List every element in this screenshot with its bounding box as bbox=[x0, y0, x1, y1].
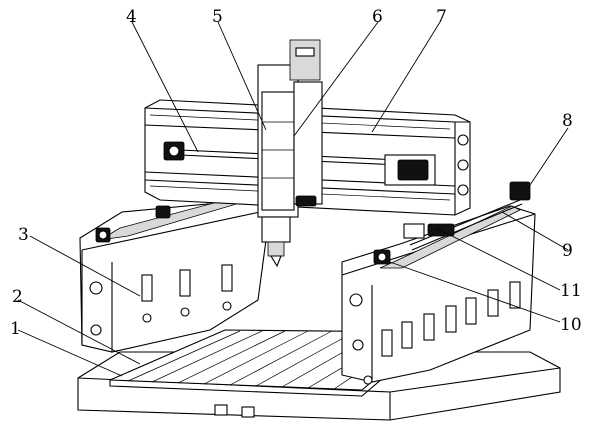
callout-labels: 1 2 3 4 5 6 7 8 9 10 11 bbox=[10, 7, 582, 339]
callout-2: 2 bbox=[12, 287, 23, 307]
callout-3: 3 bbox=[18, 225, 29, 245]
callout-1: 1 bbox=[10, 319, 21, 339]
callout-8: 8 bbox=[562, 111, 573, 131]
callout-9: 9 bbox=[562, 241, 573, 261]
callout-5: 5 bbox=[212, 7, 223, 27]
left-column bbox=[79, 195, 271, 353]
right-column bbox=[341, 181, 536, 385]
callout-6: 6 bbox=[372, 7, 383, 27]
callout-11: 11 bbox=[560, 281, 582, 301]
callout-7: 7 bbox=[436, 7, 447, 27]
callout-10: 10 bbox=[560, 315, 582, 335]
leader-lines bbox=[17, 21, 569, 377]
z-carriage bbox=[257, 39, 323, 268]
callout-4: 4 bbox=[126, 7, 137, 27]
